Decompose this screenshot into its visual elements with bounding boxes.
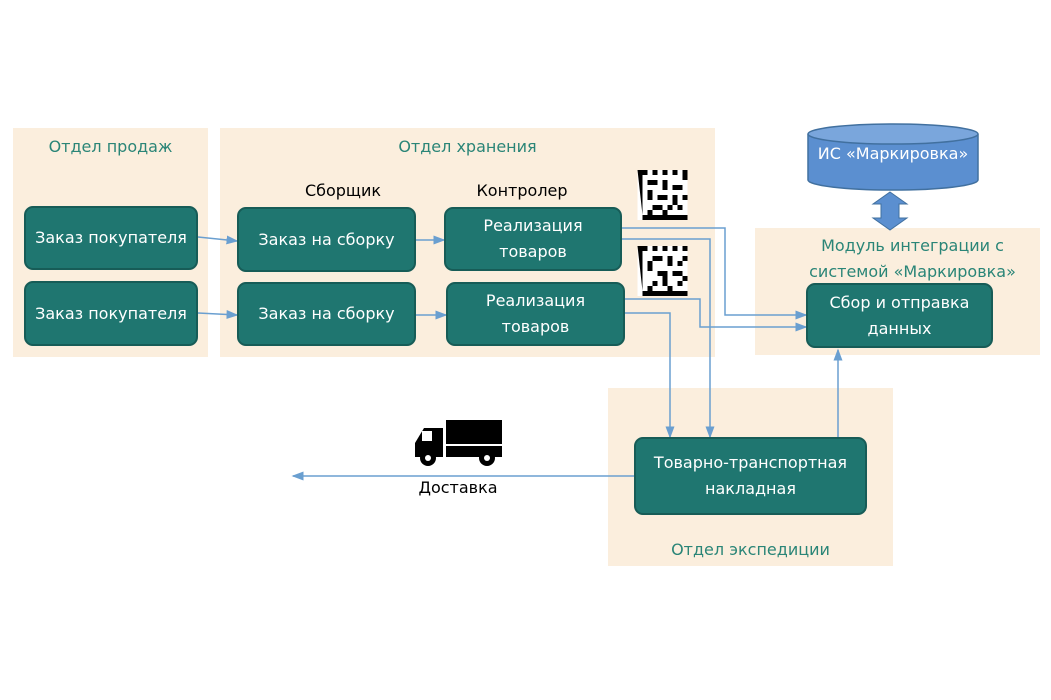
assembly-box-2: Заказ на сборку bbox=[237, 282, 416, 346]
datamatrix-icon bbox=[637, 170, 688, 220]
storage-label: Отдел хранения bbox=[398, 137, 537, 156]
collect-box: Сбор и отправка данных bbox=[806, 283, 993, 348]
expedition-label: Отдел экспедиции bbox=[671, 540, 830, 559]
arrow-sale1-waybill bbox=[622, 238, 715, 439]
sales-label: Отдел продаж bbox=[48, 137, 173, 156]
arrow-order1-assembly1 bbox=[197, 235, 239, 245]
database-icon bbox=[807, 123, 979, 191]
arrow-sale2-waybill bbox=[625, 312, 675, 439]
order-box-1: Заказ покупателя bbox=[24, 206, 198, 270]
datamatrix-icon bbox=[637, 246, 688, 296]
controller-label: Контролер bbox=[476, 181, 568, 200]
delivery-label: Доставка bbox=[418, 478, 498, 497]
database-label: ИС «Маркировка» bbox=[817, 144, 969, 163]
double-arrow-icon bbox=[871, 191, 909, 231]
sale-box-2: Реализация товаров bbox=[446, 282, 625, 346]
arrow-sale2-collect bbox=[625, 298, 808, 332]
order-box-2: Заказ покупателя bbox=[24, 281, 198, 346]
assembly-box-1: Заказ на сборку bbox=[237, 207, 416, 272]
arrow-order2-assembly2 bbox=[197, 309, 239, 319]
integration-label: Модуль интеграции с системой «Маркировка… bbox=[809, 236, 1016, 281]
truck-icon bbox=[415, 420, 502, 466]
arrow-sale1-collect bbox=[622, 227, 808, 320]
sale-box-1: Реализация товаров bbox=[444, 207, 622, 271]
picker-label: Сборщик bbox=[304, 181, 382, 200]
waybill-box: Товарно-транспортная накладная bbox=[634, 437, 867, 515]
